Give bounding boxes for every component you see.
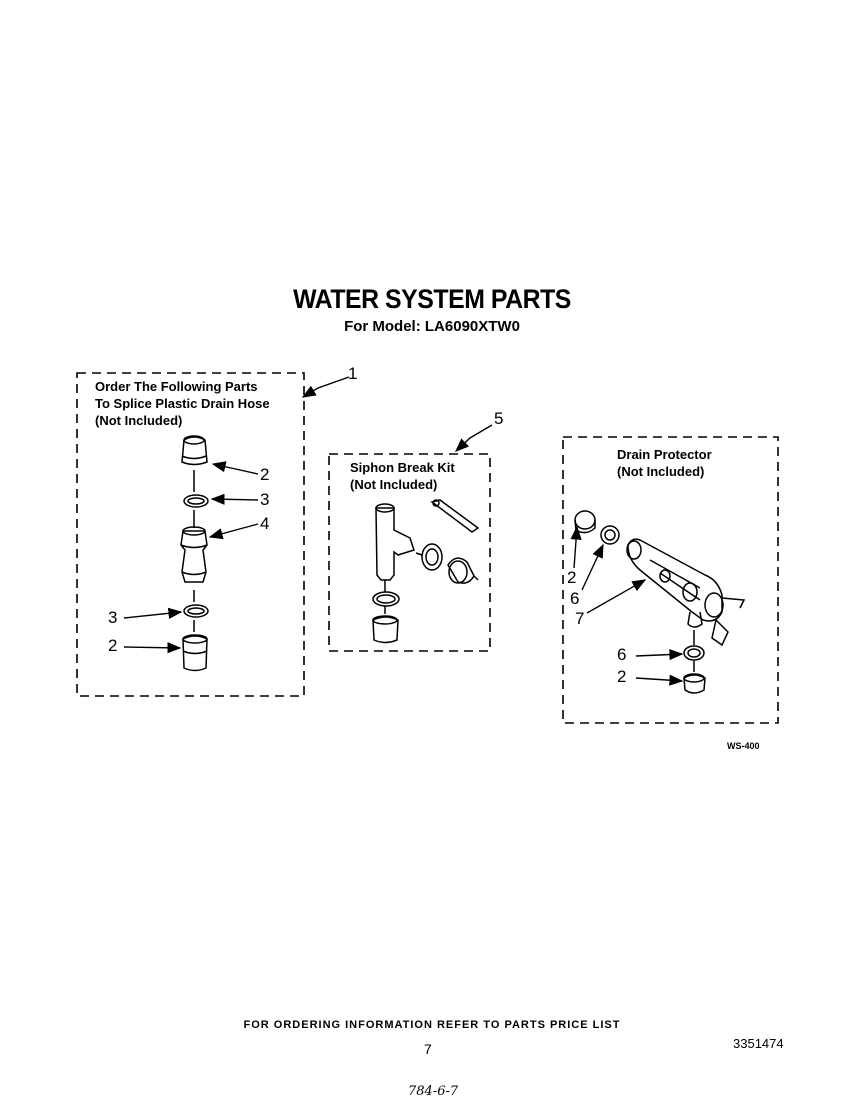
callout-drain-a: 2 xyxy=(567,568,577,587)
leader-splice-a xyxy=(211,461,259,475)
drain-connector-left xyxy=(574,510,596,530)
siphon-connector xyxy=(372,616,399,644)
siphon-group-label: Siphon Break Kit (Not Included) xyxy=(350,459,455,493)
callout-splice-b: 3 xyxy=(260,490,270,509)
drain-label-line: (Not Included) xyxy=(617,464,705,479)
drain-parts xyxy=(574,510,746,694)
hose-connector-bottom xyxy=(182,635,208,672)
leader-drain-b xyxy=(581,543,604,591)
ordering-note: FOR ORDERING INFORMATION REFER TO PARTS … xyxy=(243,1019,621,1031)
splice-parts xyxy=(180,435,209,672)
callout-splice-e: 2 xyxy=(108,636,118,655)
callout-drain-b: 6 xyxy=(570,589,580,608)
drain-label-line: Drain Protector xyxy=(617,447,712,462)
callout-splice-a: 2 xyxy=(260,465,270,484)
callout-drain-c: 7 xyxy=(575,609,585,628)
drain-clamp-left xyxy=(600,525,620,545)
hose-clamp-top xyxy=(183,494,209,508)
drain-lever xyxy=(711,618,729,647)
model-subtitle: For Model: LA6090XTW0 xyxy=(344,318,520,335)
siphon-label-line: Siphon Break Kit xyxy=(350,460,455,475)
leader-group-5 xyxy=(454,424,493,452)
drain-connector-bottom xyxy=(683,674,706,694)
leader-splice-b xyxy=(210,493,259,505)
handwritten-note: 784-6-7 xyxy=(408,1084,459,1099)
callout-group-5: 5 xyxy=(494,409,504,428)
siphon-group-box xyxy=(328,453,491,652)
drain-clamp-bottom xyxy=(683,645,705,661)
leader-drain-c xyxy=(586,579,647,614)
splice-group-label: Order The Following Parts To Splice Plas… xyxy=(95,378,270,429)
part-number: 3351474 xyxy=(733,1036,784,1051)
hose-connector-top xyxy=(181,436,208,466)
hose-clamp-bottom xyxy=(183,604,209,618)
callout-group-1: 1 xyxy=(348,364,358,383)
diagram-ref-code: WS-400 xyxy=(727,741,760,751)
leader-splice-d xyxy=(123,607,183,619)
leader-drain-d xyxy=(635,648,684,661)
leader-splice-c xyxy=(208,523,259,540)
callout-splice-c: 4 xyxy=(260,514,270,533)
siphon-tee xyxy=(375,507,415,581)
leader-group-1 xyxy=(301,376,350,398)
siphon-parts xyxy=(372,499,480,644)
callout-splice-d: 3 xyxy=(108,608,118,627)
splice-label-line: To Splice Plastic Drain Hose xyxy=(95,396,270,411)
splice-label-line: (Not Included) xyxy=(95,413,183,428)
leader-drain-a xyxy=(570,525,582,569)
drain-group-box xyxy=(562,436,779,724)
callout-drain-e: 2 xyxy=(617,667,627,686)
leader-drain-e xyxy=(635,674,684,686)
leader-splice-e xyxy=(123,642,182,654)
callout-drain-d: 6 xyxy=(617,645,627,664)
drain-protector-body xyxy=(627,538,723,622)
siphon-label-line: (Not Included) xyxy=(350,477,438,492)
splice-group-box xyxy=(76,372,305,697)
page-title: WATER SYSTEM PARTS xyxy=(293,284,571,314)
siphon-clamp xyxy=(372,591,400,607)
splice-label-line: Order The Following Parts xyxy=(95,379,258,394)
splice-tube xyxy=(180,530,208,583)
drain-group-label: Drain Protector (Not Included) xyxy=(617,446,712,480)
page-number: 7 xyxy=(424,1041,432,1057)
siphon-coupling xyxy=(421,543,443,571)
